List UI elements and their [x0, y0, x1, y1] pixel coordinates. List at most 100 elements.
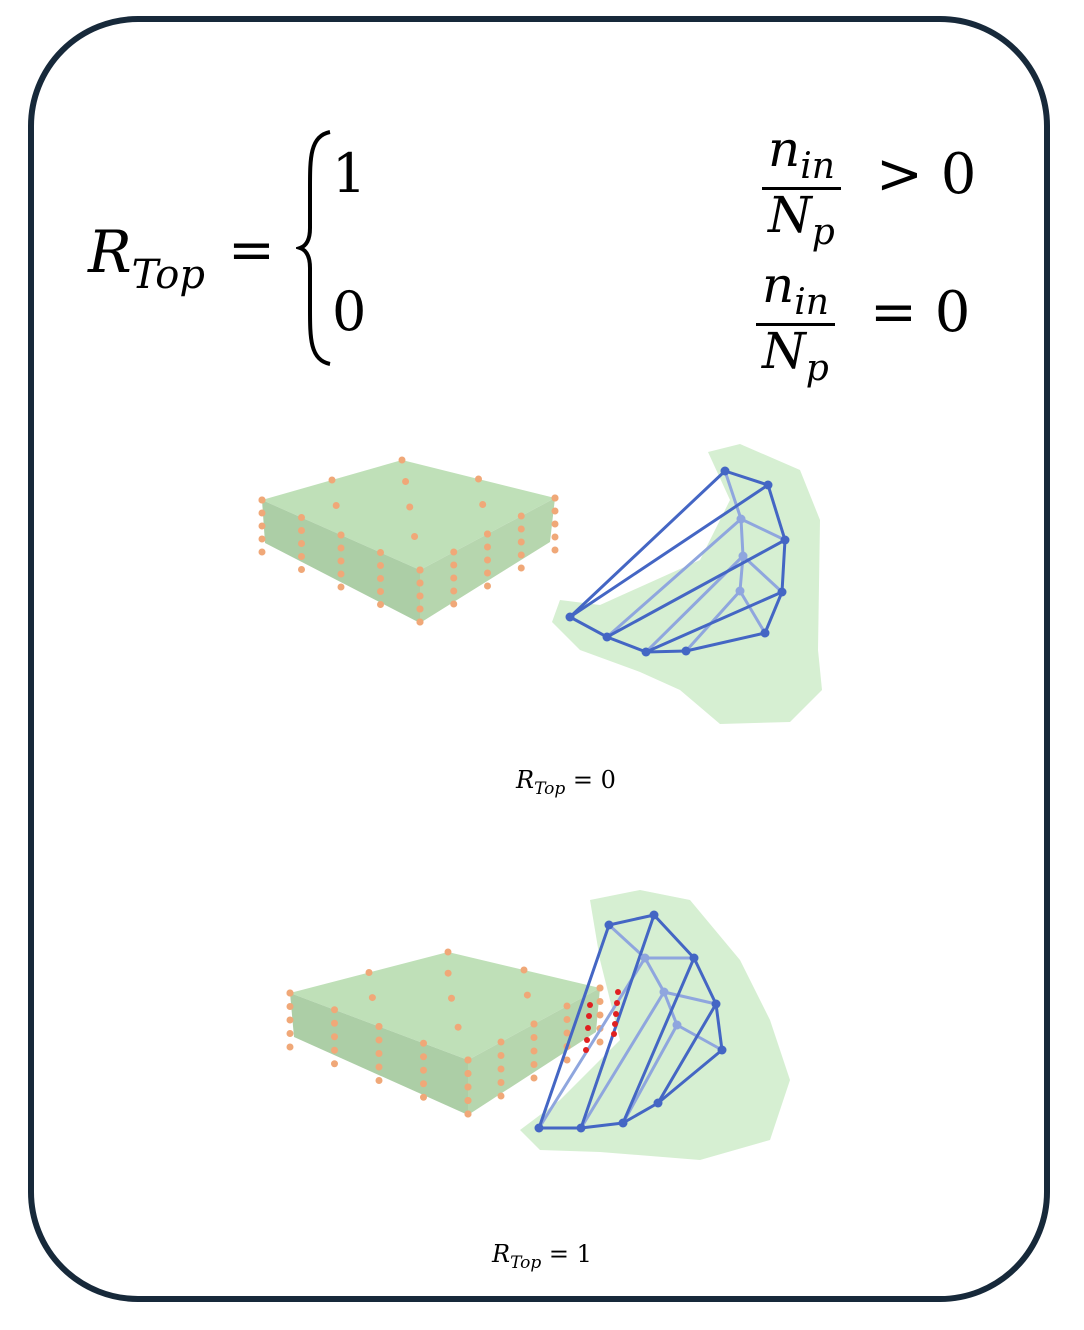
wire-node: [681, 646, 691, 656]
wire-node: [565, 612, 575, 622]
wire-edge: [579, 913, 656, 1130]
surface-point: [517, 551, 525, 559]
surface-point: [464, 1056, 472, 1064]
wire-edge: [652, 913, 696, 960]
surface-point: [563, 1056, 571, 1064]
contact-point: [613, 1011, 619, 1017]
wire-edge: [780, 538, 787, 594]
contact-point: [583, 1047, 589, 1053]
wire-edge: [692, 956, 718, 1006]
surface-point: [517, 538, 525, 546]
contact-points: [583, 989, 621, 1053]
surface-point: [375, 1063, 383, 1071]
contact-point: [615, 989, 621, 995]
surface-point: [377, 601, 384, 608]
surface-point: [337, 531, 345, 539]
wire-edge: [644, 649, 688, 654]
surface-point: [298, 540, 305, 547]
wire-edge: [675, 1023, 724, 1052]
surface-point: [337, 583, 345, 591]
surface-point: [596, 1011, 604, 1019]
surface-point: [375, 1036, 383, 1044]
surface-point: [377, 588, 384, 595]
surface-point: [377, 575, 384, 582]
wire-edge: [568, 469, 727, 619]
wire-node: [717, 1045, 727, 1055]
wire-node: [736, 514, 746, 524]
wire-edge: [605, 517, 743, 639]
surface-point: [331, 1019, 338, 1027]
surface-point: [530, 1061, 538, 1068]
surface-point: [497, 1092, 505, 1100]
rounded-frame: [28, 16, 1050, 1302]
example-no-contact: [258, 444, 822, 724]
surface-point: [551, 494, 559, 502]
surface-point: [450, 561, 458, 569]
surface-point: [337, 544, 345, 552]
wire-node: [534, 1123, 544, 1133]
surface-point: [420, 1093, 427, 1101]
wire-node: [602, 632, 612, 642]
surface-point: [286, 1016, 294, 1024]
surface-point: [406, 503, 414, 511]
wire-edge: [607, 913, 656, 927]
wire-edge: [723, 469, 770, 487]
wire-node: [735, 586, 745, 596]
wire-edge: [579, 990, 666, 1130]
surface-point: [464, 1083, 472, 1091]
wire-node: [720, 466, 730, 476]
surface-point: [416, 566, 424, 574]
wire-node: [763, 480, 773, 490]
surface-point: [551, 546, 559, 554]
condition-case-0: = 0: [870, 280, 971, 345]
surface-point: [551, 507, 559, 515]
surface-point: [331, 1060, 338, 1068]
wire-edge: [568, 483, 770, 619]
wire-node: [576, 1123, 586, 1133]
surface-point: [444, 969, 452, 977]
surface-point: [375, 1023, 383, 1030]
surface-point: [497, 1038, 505, 1046]
surface-point: [365, 969, 373, 976]
wire-node: [659, 987, 669, 997]
wire-edge: [621, 1023, 679, 1125]
surface-point: [258, 522, 266, 530]
caption-contact: RTop = 1: [492, 1240, 592, 1273]
wire-node: [780, 535, 790, 545]
surface-point: [331, 1046, 338, 1054]
wire-edge: [763, 590, 784, 635]
wire-node: [653, 1098, 663, 1108]
surface-point: [484, 582, 491, 590]
wire-edge: [714, 1002, 724, 1052]
wire-node: [641, 647, 651, 657]
wire-edge: [605, 635, 648, 654]
surface-point: [402, 478, 410, 485]
surface-point: [416, 592, 424, 600]
surface-point: [258, 496, 266, 504]
wire-edge: [656, 1048, 724, 1105]
case-value-0: 0: [332, 280, 367, 343]
surface-point: [298, 566, 305, 573]
surface-point: [298, 527, 305, 534]
surface-point: [444, 948, 452, 956]
surface-point: [420, 1066, 427, 1074]
surface-point: [517, 525, 525, 533]
surface-point: [298, 553, 305, 560]
surface-point: [258, 509, 266, 517]
wire-edge: [741, 554, 784, 594]
surface-point: [464, 1070, 472, 1077]
wire-edge: [738, 589, 767, 635]
surface-point: [416, 605, 424, 613]
surface-point: [464, 1097, 472, 1104]
surface-point: [286, 1043, 294, 1051]
surface-point: [377, 562, 384, 569]
surface-point: [337, 570, 345, 578]
wire-node: [604, 920, 614, 930]
wire-edge: [621, 1101, 660, 1125]
surface-point: [375, 1050, 383, 1057]
contact-point: [585, 1025, 591, 1031]
surface-point: [331, 1033, 338, 1041]
box-object: [262, 460, 555, 623]
surface-point: [551, 520, 559, 528]
